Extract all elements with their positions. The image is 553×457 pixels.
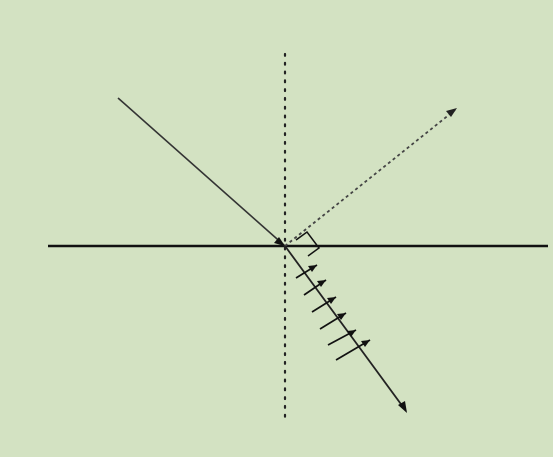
tick-arrowhead — [308, 265, 317, 272]
tick-arrowhead — [337, 313, 346, 320]
tick-arrowhead — [347, 330, 356, 337]
tick-arrowhead — [327, 297, 336, 304]
incident-ray — [117, 97, 286, 247]
refracted-ray — [284, 245, 407, 412]
tick-marks-arrowheads — [295, 264, 371, 361]
reflected-ray-dashed — [284, 109, 456, 247]
right-angle-marker — [295, 230, 321, 257]
tick-arrowhead — [317, 280, 326, 287]
tick-arrowhead — [361, 340, 370, 347]
reflected-arrowhead — [446, 108, 457, 117]
incident-arrowhead — [274, 237, 285, 246]
refracted-arrowhead — [398, 401, 407, 413]
